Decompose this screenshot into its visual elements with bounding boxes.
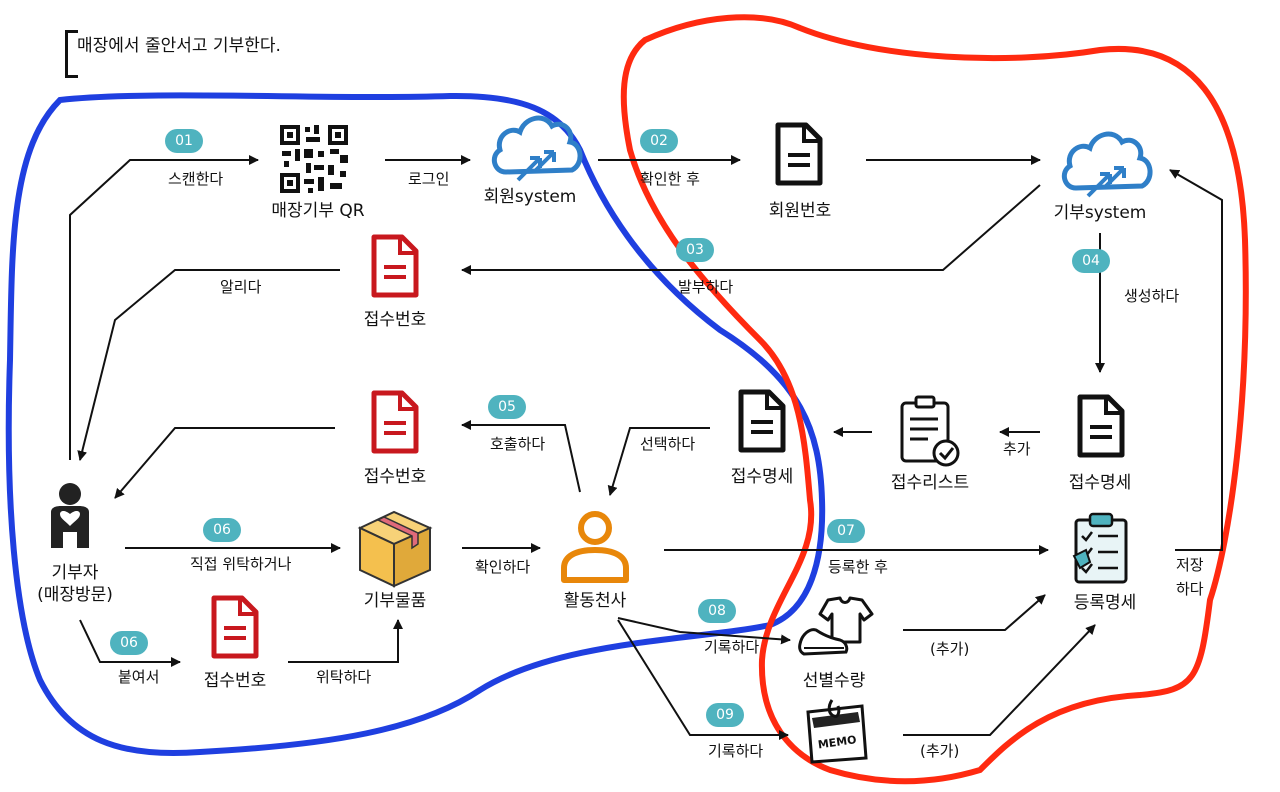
- edge-issue: [461, 184, 1041, 275]
- page-title: 매장에서 줄안서고 기부한다.: [77, 36, 281, 56]
- receipt-list-label: 접수리스트: [890, 473, 970, 493]
- blue-region-outline: [5, 92, 826, 757]
- edge-label-select: 선택하다: [640, 435, 696, 453]
- edge-label-confirm: 확인하다: [475, 558, 531, 576]
- member-system-cloud-icon: [491, 115, 583, 182]
- edge-notify: [77, 269, 340, 461]
- step-badge-05: 05: [488, 395, 526, 419]
- clothes-shoes-icon: [798, 596, 874, 656]
- edge-attach: [79, 619, 181, 667]
- memo-note-icon: MEMO: [806, 699, 868, 764]
- edge-label-store-2: 하다: [1176, 580, 1204, 598]
- edge-label-add1: 추가: [1003, 440, 1031, 458]
- edge-store: [1169, 169, 1223, 551]
- edge-label-scan: 스캔한다: [168, 170, 224, 188]
- edge-label-attach: 붙여서: [118, 668, 160, 686]
- edge-label-direct-entrust: 직접 위탁하거나: [190, 555, 292, 573]
- receipt-detail-label-2: 접수명세: [1068, 473, 1132, 493]
- donor-label-line2: (매장방문): [37, 585, 113, 605]
- edge-label-call: 호출하다: [490, 435, 546, 453]
- edge-select: [607, 427, 710, 496]
- registration-clipboard-icon: [1072, 512, 1128, 584]
- edge-add3: [903, 624, 1096, 736]
- member-number-document-icon: [775, 122, 823, 186]
- edge-label-add2: (추가): [930, 640, 970, 658]
- edge-receipt-to-donor: [114, 427, 335, 499]
- edge-label-issue: 발부하다: [678, 278, 734, 296]
- edge-label-add3: (추가): [920, 742, 960, 760]
- step-badge-03: 03: [676, 238, 714, 262]
- clipboard-check-icon: [900, 395, 960, 467]
- receipt-number-document-icon-3: [211, 595, 259, 659]
- step-badge-07: 07: [827, 519, 865, 543]
- title-bracket: [65, 30, 78, 78]
- edge-label-record1: 기록하다: [704, 638, 760, 656]
- step-badge-04: 04: [1072, 249, 1110, 273]
- receipt-detail-document-icon-1: [738, 389, 786, 453]
- donor-person-icon: [51, 483, 89, 548]
- edge-scan: [69, 155, 259, 460]
- sorted-quantity-label: 선별수량: [802, 671, 866, 691]
- edge-label-generate: 생성하다: [1124, 287, 1180, 305]
- step-badge-02: 02: [640, 129, 678, 153]
- edge-call: [461, 420, 581, 493]
- volunteer-person-icon: [561, 511, 629, 583]
- receipt-number-document-icon-2: [371, 390, 419, 454]
- edge-label-record2: 기록하다: [708, 742, 764, 760]
- edge-record1: [617, 617, 791, 645]
- receipt-number-label-3: 접수번호: [203, 671, 267, 691]
- donation-box-icon: [357, 510, 433, 588]
- edge-label-login: 로그인: [408, 170, 450, 188]
- receipt-detail-label-1: 접수명세: [730, 467, 794, 487]
- donation-system-label: 기부system: [1053, 203, 1147, 223]
- receipt-detail-document-icon-2: [1077, 394, 1125, 458]
- donation-system-cloud-icon: [1061, 131, 1153, 198]
- member-system-label: 회원system: [483, 187, 577, 207]
- edge-label-confirm-after: 확인한 후: [640, 170, 700, 188]
- qr-code-icon: [280, 125, 348, 193]
- receipt-number-document-icon-1: [371, 234, 419, 298]
- volunteer-label: 활동천사: [563, 591, 627, 611]
- edge-label-store-1: 저장: [1176, 556, 1204, 574]
- step-badge-08: 08: [698, 599, 736, 623]
- edge-label-notify: 알리다: [220, 278, 262, 296]
- edge-label-after-register: 등록한 후: [828, 558, 888, 576]
- member-number-label: 회원번호: [768, 201, 832, 221]
- receipt-number-label-2: 접수번호: [363, 467, 427, 487]
- red-region-outline: [620, 14, 1249, 785]
- step-badge-01: 01: [165, 129, 203, 153]
- edge-label-entrust: 위탁하다: [316, 668, 372, 686]
- step-badge-06a: 06: [203, 518, 241, 542]
- step-badge-09: 09: [706, 703, 744, 727]
- receipt-number-label-1: 접수번호: [363, 310, 427, 330]
- edge-add2: [903, 594, 1046, 631]
- goods-label: 기부물품: [363, 591, 427, 611]
- registration-label: 등록명세: [1073, 593, 1137, 613]
- memo-label: MEMO: [817, 733, 857, 751]
- qr-label: 매장기부 QR: [271, 201, 365, 221]
- edge-record2: [617, 619, 789, 740]
- donor-label-line1: 기부자: [51, 563, 99, 583]
- step-badge-06b: 06: [110, 631, 148, 655]
- edge-entrust: [288, 619, 403, 663]
